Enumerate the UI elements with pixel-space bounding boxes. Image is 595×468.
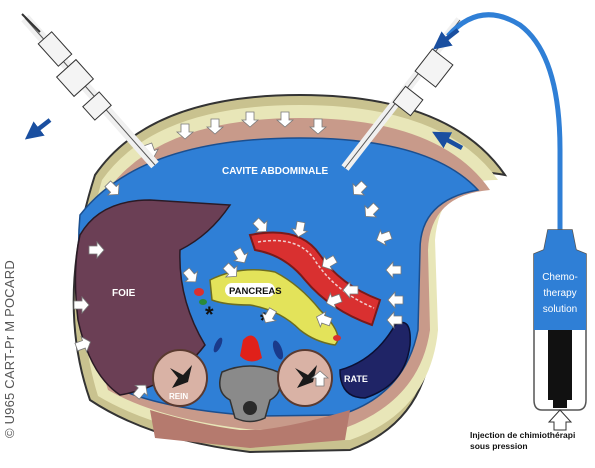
injection-caption: Injection de chimiothérapi sous pression [470, 430, 575, 452]
injection-line-2: sous pression [470, 441, 575, 452]
label-kidney: REIN [169, 392, 188, 401]
label-pancreas: PANCREAS [229, 286, 282, 297]
outflow-catheter [22, 14, 155, 165]
bottle-label-2: therapy [543, 288, 576, 299]
label-cavity: CAVITE ABDOMINALE [222, 166, 328, 177]
tubing [448, 15, 560, 235]
chemo-bottle: Chemo- therapy solution [534, 230, 586, 430]
copyright-credit: © U965 CART-Pr M POCARD [2, 0, 17, 438]
bottle-label-3: solution [543, 304, 577, 315]
label-liver: FOIE [112, 288, 136, 299]
injection-line-1: Injection de chimiothérapi [470, 430, 575, 441]
label-spleen: RATE [344, 374, 368, 384]
asterisk-left: * [205, 302, 214, 327]
bottle-label-1: Chemo- [542, 272, 578, 283]
